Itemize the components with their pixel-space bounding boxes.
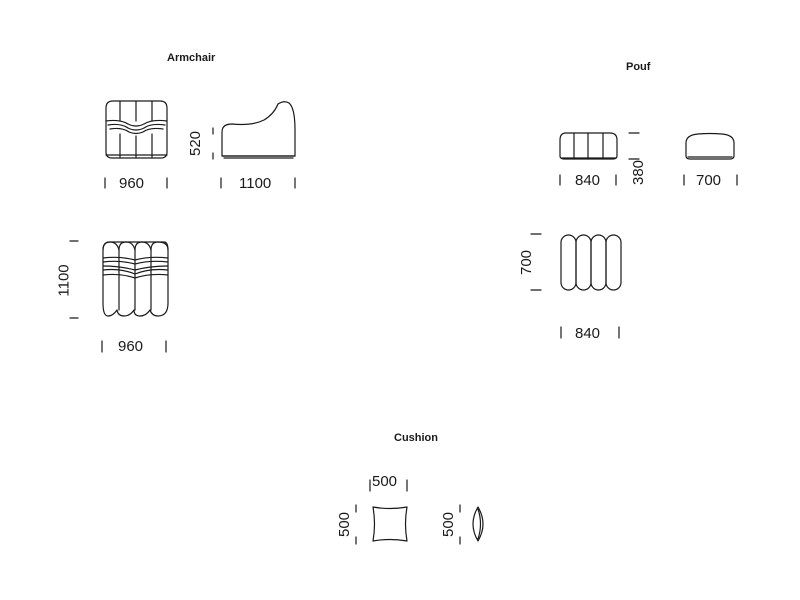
- pouf-front-view: [559, 132, 618, 160]
- pouf-top-width-label: 840: [575, 325, 601, 342]
- pouf-top-depth-label: 700: [518, 249, 536, 276]
- pouf-top-view: [560, 234, 622, 291]
- cushion-side-height-label: 500: [440, 511, 458, 538]
- pouf-title: Pouf: [626, 61, 651, 73]
- armchair-side-height-label: 520: [187, 130, 205, 157]
- pouf-front-width-label: 840: [575, 172, 601, 189]
- armchair-side-view: [221, 101, 296, 159]
- cushion-title: Cushion: [394, 432, 438, 444]
- cushion-front-width-label: 500: [372, 473, 398, 490]
- cushion-front-view: [372, 506, 408, 542]
- armchair-side-depth-label: 1100: [239, 175, 272, 192]
- armchair-front-width-label: 960: [119, 175, 145, 192]
- armchair-top-width-label: 960: [118, 338, 144, 355]
- pouf-side-height-label: 380: [630, 159, 648, 186]
- armchair-title: Armchair: [167, 52, 216, 64]
- pouf-side-view: [685, 132, 735, 160]
- cushion-side-view: [472, 506, 484, 542]
- armchair-top-depth-label: 1100: [55, 264, 73, 297]
- armchair-top-view: [102, 241, 169, 317]
- cushion-front-height-label: 500: [336, 511, 354, 538]
- pouf-side-depth-label: 700: [696, 172, 722, 189]
- armchair-front-view: [105, 100, 168, 159]
